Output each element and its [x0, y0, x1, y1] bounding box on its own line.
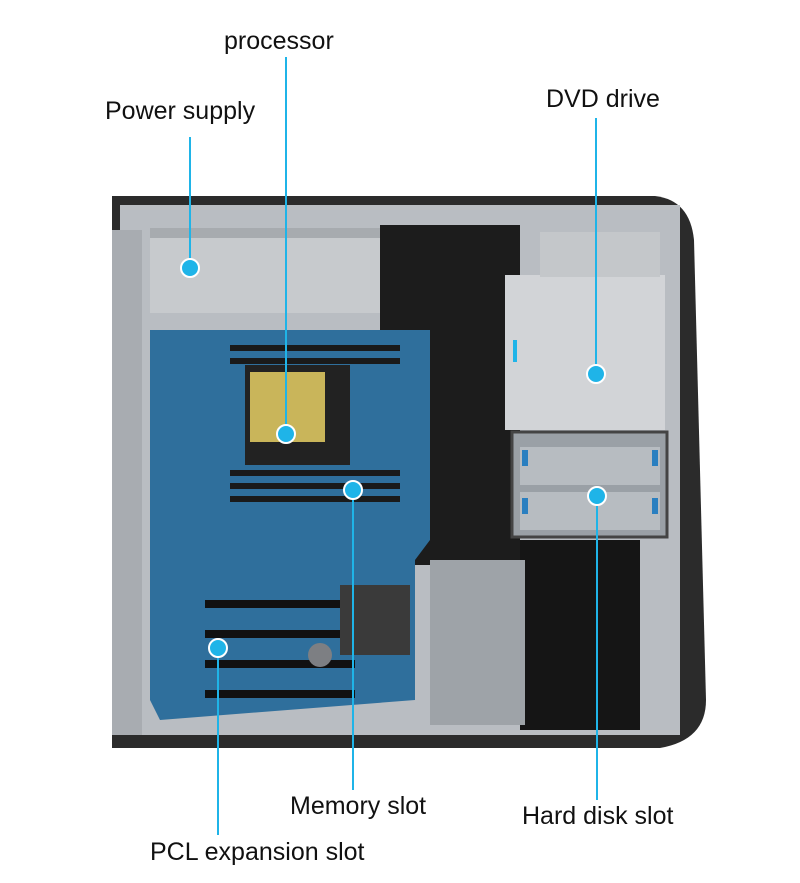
label-memory-slot: Memory slot — [290, 792, 427, 820]
callout-dot-memory-slot — [343, 480, 363, 500]
label-pcl-expansion-slot: PCL expansion slot — [150, 838, 365, 866]
label-hard-disk-slot: Hard disk slot — [522, 802, 674, 830]
label-processor: processor — [224, 27, 334, 55]
memory-slots — [230, 345, 400, 502]
callout-dot-hard-disk-slot — [587, 486, 607, 506]
callout-dot-dvd-drive — [586, 364, 606, 384]
callout-dot-power-supply — [180, 258, 200, 278]
chipset-heatsink — [340, 585, 410, 655]
side-rail — [112, 230, 142, 735]
callout-dot-pcl-expansion-slot — [208, 638, 228, 658]
label-power-supply: Power supply — [105, 97, 256, 125]
callout-lines — [189, 57, 598, 835]
cmos-battery — [308, 643, 332, 667]
lower-right-bay — [520, 540, 640, 730]
drive-cage-floor — [430, 560, 525, 725]
callout-dot-processor — [276, 424, 296, 444]
dvd-drive — [505, 275, 665, 430]
label-dvd-drive: DVD drive — [546, 85, 660, 113]
pcie-slots — [205, 600, 355, 698]
